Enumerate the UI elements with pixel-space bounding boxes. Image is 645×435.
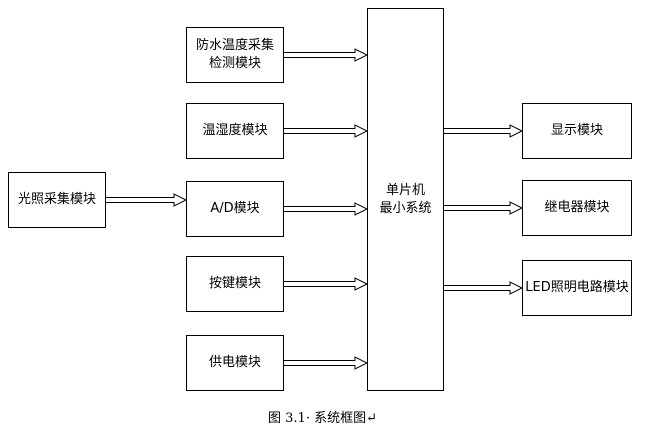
arrow-waterproof-temp-to-mcu — [284, 48, 369, 62]
input-block-waterproof-temp: 防水温度采集 检测模块 — [186, 27, 284, 83]
figure-caption: 图 3.1· 系统框图↵ — [268, 411, 377, 426]
output-block-label: LED照明电路模块 — [525, 280, 629, 296]
arrow-mcu-to-led — [444, 281, 524, 295]
arrow-mcu-to-relay — [444, 201, 524, 215]
output-block-label: 显示模块 — [550, 123, 603, 139]
arrow-power-to-mcu — [284, 356, 369, 370]
input-block-label: 供电模块 — [208, 355, 261, 371]
input-block-keys: 按键模块 — [186, 256, 284, 312]
sensor-block-light: 光照采集模块 — [8, 172, 106, 228]
input-block-temp-humidity: 温湿度模块 — [186, 103, 284, 159]
arrow-temp-humidity-to-mcu — [284, 124, 369, 138]
mcu-block-label: 最小系统 — [379, 200, 432, 216]
sensor-block-label: 光照采集模块 — [17, 192, 96, 208]
output-block-led-lighting: LED照明电路模块 — [522, 260, 632, 316]
input-block-ad: A/D模块 — [186, 181, 284, 237]
output-block-relay: 继电器模块 — [522, 180, 632, 236]
mcu-block: 单片机 最小系统 — [367, 8, 444, 391]
input-block-label: 检测模块 — [208, 56, 261, 71]
input-block-label: 防水温度采集 — [195, 38, 274, 54]
output-block-label: 继电器模块 — [544, 200, 610, 216]
arrow-keys-to-mcu — [284, 277, 369, 291]
input-block-label: 按键模块 — [208, 276, 261, 292]
arrow-sensor-to-ad — [106, 193, 188, 207]
input-block-label: A/D模块 — [210, 201, 260, 217]
arrow-mcu-to-display — [444, 124, 524, 138]
input-block-label: 温湿度模块 — [202, 123, 268, 139]
output-block-display: 显示模块 — [522, 103, 632, 159]
arrow-ad-to-mcu — [284, 202, 369, 216]
input-block-power: 供电模块 — [186, 335, 284, 391]
mcu-block-label: 单片机 — [385, 182, 425, 198]
